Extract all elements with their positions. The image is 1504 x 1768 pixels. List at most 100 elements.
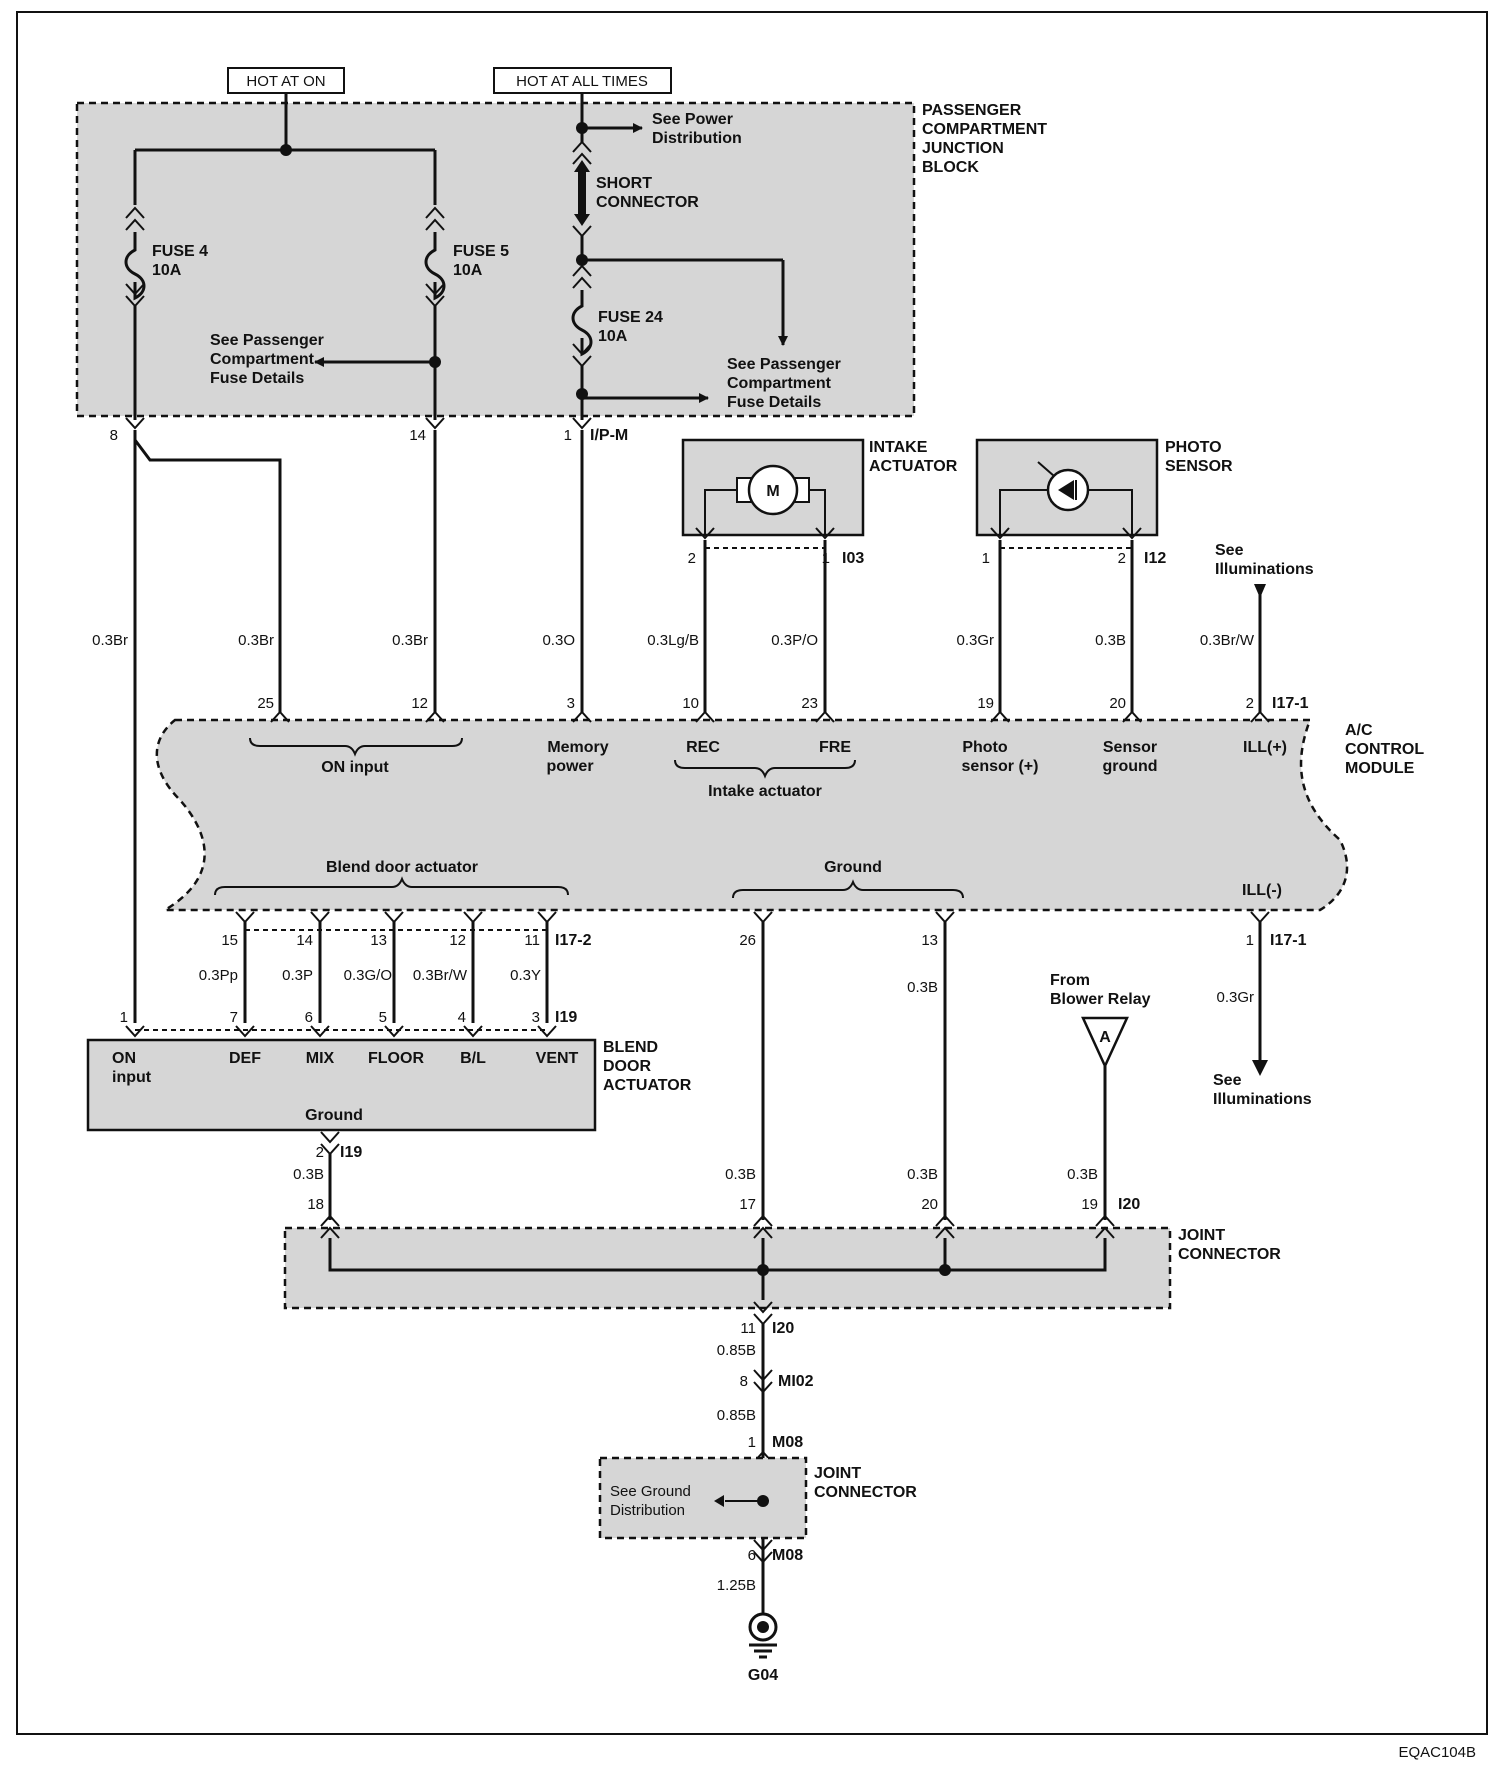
label-photo-sensor-2: sensor (+) [962, 758, 1039, 775]
chain-pin-mi02: 8 [740, 1373, 748, 1390]
junction-block-title-4: BLOCK [922, 159, 979, 176]
joint-connector-2 [600, 1458, 806, 1538]
ipm-pin-1: 1 [564, 427, 572, 444]
fuse5-label-2: 10A [453, 262, 483, 279]
module-bottom-pin-11: 11 [524, 932, 540, 949]
joint1-pin-18: 18 [307, 1196, 324, 1213]
wire-bottom-3: 0.3G/O [344, 967, 392, 984]
see-power-dist-2: Distribution [652, 130, 742, 147]
ac-control-module [156, 720, 1348, 910]
blend-label-def: DEF [229, 1050, 261, 1067]
chain-wire-2: 0.85B [717, 1407, 756, 1424]
wire-top-7: 0.3Gr [956, 632, 994, 649]
wire-top-6: 0.3P/O [771, 632, 818, 649]
chain-mi02: MI02 [778, 1373, 814, 1390]
label-on-input: ON input [321, 759, 389, 776]
module-pin-12: 12 [411, 695, 428, 712]
module-bottom-pin-26: 26 [739, 932, 756, 949]
junction-block-title-1: PASSENGER [922, 102, 1022, 119]
label-memory-power-2: power [546, 758, 593, 775]
photo-sensor-title-2: SENSOR [1165, 458, 1233, 475]
blend-pin-7: 7 [230, 1009, 238, 1026]
label-photo-sensor-1: Photo [962, 739, 1008, 756]
blend-label-bl: B/L [460, 1050, 486, 1067]
junction-block-title-2: COMPARTMENT [922, 121, 1047, 138]
see-fuse-right-3: Fuse Details [727, 394, 821, 411]
from-blower-1: From [1050, 972, 1090, 989]
module-bottom-pin-12: 12 [449, 932, 466, 949]
see-illum-bottom-2: Illuminations [1213, 1091, 1312, 1108]
module-bottom-pin-13: 13 [370, 932, 387, 949]
blend-door-actuator-box [86, 1038, 597, 1132]
joint2-title-1: JOINT [814, 1465, 861, 1482]
module-title-2: CONTROL [1345, 741, 1424, 758]
wire-top-4: 0.3O [542, 632, 575, 649]
module-pin-3: 3 [567, 695, 575, 712]
blend-pin-6: 6 [305, 1009, 313, 1026]
joint-connector-2-border [598, 1456, 808, 1540]
intake-pin-2: 2 [688, 550, 696, 567]
ground-wire-19: 0.3B [1067, 1166, 1098, 1183]
module-title-1: A/C [1345, 722, 1373, 739]
module-pin-2: 2 [1246, 695, 1254, 712]
blend-connector: I19 [555, 1009, 577, 1026]
ground-wire-blend: 0.3B [293, 1166, 324, 1183]
chain-pin-m08b: 6 [748, 1547, 756, 1564]
wire-top-1: 0.3Br [92, 632, 128, 649]
blend-door-title-3: ACTUATOR [603, 1077, 692, 1094]
intake-actuator-title-2: ACTUATOR [869, 458, 958, 475]
ground-wire-13: 0.3B [907, 1166, 938, 1183]
label-fre: FRE [819, 739, 851, 756]
joint1-connector: I20 [1118, 1196, 1140, 1213]
module-pin-10: 10 [682, 695, 699, 712]
see-illum-top-1: See [1215, 542, 1244, 559]
junction-block-title-3: JUNCTION [922, 140, 1004, 157]
joint1-out-pin: 11 [740, 1320, 756, 1337]
blend-door-title-1: BLEND [603, 1039, 658, 1056]
wire-bottom-6: 0.3B [907, 979, 938, 996]
label-ground: Ground [824, 859, 882, 876]
short-connector-label-2: CONNECTOR [596, 194, 699, 211]
blend-pin-4: 4 [458, 1009, 466, 1026]
photo-connector: I12 [1144, 550, 1166, 567]
wire-bottom-2: 0.3P [282, 967, 313, 984]
joint1-pin-19: 19 [1081, 1196, 1098, 1213]
see-fuse-right-1: See Passenger [727, 356, 841, 373]
chain-m08a: M08 [772, 1434, 803, 1451]
doc-code: EQAC104B [1398, 1744, 1476, 1761]
ipm-connector: I/P-M [590, 427, 628, 444]
joint1-out-connector: I20 [772, 1320, 794, 1337]
hot-at-on-label: HOT AT ON [246, 73, 325, 90]
module-bottom-pin-13b: 13 [921, 932, 938, 949]
intake-actuator-title-1: INTAKE [869, 439, 928, 456]
wire-top-2: 0.3Br [238, 632, 274, 649]
ground-g04: G04 [748, 1667, 778, 1684]
module-bottom-pin-14: 14 [296, 932, 313, 949]
label-ill-minus: ILL(-) [1242, 882, 1282, 899]
see-fuse-left-3: Fuse Details [210, 370, 304, 387]
fuse4-label-1: FUSE 4 [152, 243, 208, 260]
blend-pin-3: 3 [532, 1009, 540, 1026]
wire-top-3: 0.3Br [392, 632, 428, 649]
blower-marker-label: A [1099, 1029, 1111, 1046]
see-fuse-right-2: Compartment [727, 375, 832, 392]
see-ground-dist-1: See Ground [610, 1483, 691, 1500]
joint1-pin-17: 17 [739, 1196, 756, 1213]
see-illum-top-2: Illuminations [1215, 561, 1314, 578]
see-fuse-left-2: Compartment [210, 351, 315, 368]
label-ill-plus: ILL(+) [1243, 739, 1287, 756]
see-ground-dist-2: Distribution [610, 1502, 685, 1519]
chain-pin-m08a: 1 [748, 1434, 756, 1451]
joint1-pin-20: 20 [921, 1196, 938, 1213]
see-fuse-left-1: See Passenger [210, 332, 324, 349]
module-pin-23: 23 [801, 695, 818, 712]
joint2-title-2: CONNECTOR [814, 1484, 917, 1501]
photo-pin-1: 1 [982, 550, 990, 567]
fuse24-label-1: FUSE 24 [598, 309, 663, 326]
module-top-connector: I17-1 [1272, 695, 1309, 712]
joint1-title-2: CONNECTOR [1178, 1246, 1281, 1263]
label-sensor-ground-2: ground [1102, 758, 1157, 775]
blend-ground-connector: I19 [340, 1144, 362, 1161]
module-bottom-pin-15: 15 [221, 932, 238, 949]
